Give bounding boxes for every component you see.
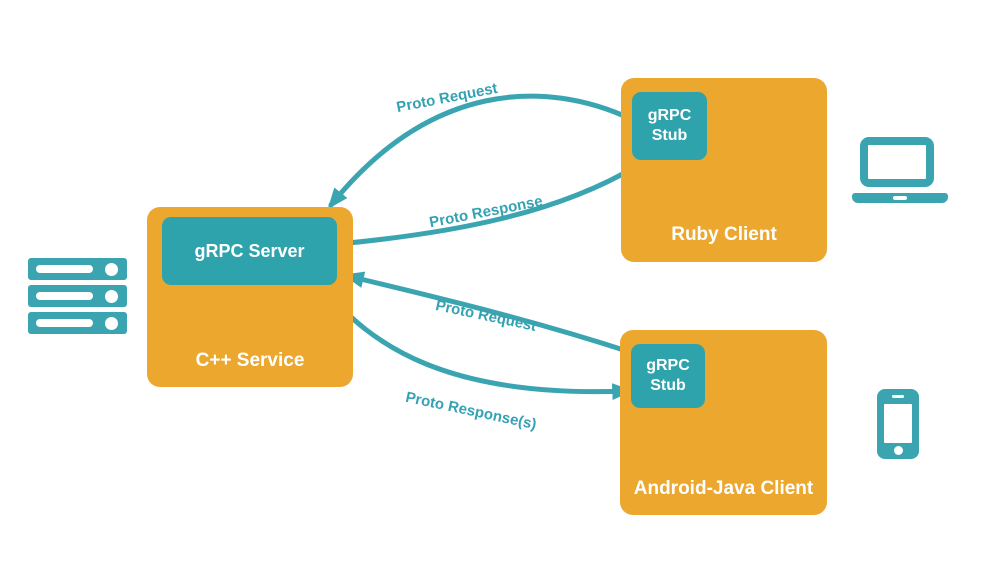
grpc-server-label: gRPC Server (194, 240, 305, 261)
android-java-client-label: Android-Java Client (633, 478, 814, 499)
server-rack-icon (28, 258, 127, 334)
ruby-client-label: Ruby Client (671, 224, 777, 245)
laptop-icon (852, 137, 948, 203)
android-grpc-stub-label: gRPC Stub (646, 357, 690, 394)
laptop-screen (860, 137, 934, 187)
laptop-notch (893, 196, 907, 200)
smartphone-icon (877, 389, 919, 459)
android-grpc-stub-box: gRPC Stub (631, 344, 705, 408)
cpp-service-label: C++ Service (195, 350, 305, 371)
arrow-proto-request-android-to-server (342, 271, 633, 355)
ruby-grpc-stub-label: gRPC Stub (647, 107, 692, 144)
server-rack-unit (28, 312, 127, 334)
server-rack-unit (28, 285, 127, 307)
server-rack-led (105, 290, 118, 303)
ruby-grpc-stub-box: gRPC Stub (632, 92, 707, 160)
smartphone-body (877, 389, 919, 459)
smartphone-speaker (892, 395, 904, 398)
laptop-base (852, 193, 948, 203)
grpc-server-box: gRPC Server (162, 217, 337, 285)
arrow-proto-request-ruby-to-server (327, 93, 634, 210)
smartphone-screen (884, 404, 912, 443)
smartphone-home-button (893, 446, 903, 455)
server-rack-unit (28, 258, 127, 280)
server-rack-led (105, 317, 118, 330)
server-rack-led (105, 263, 118, 276)
server-rack-slot (36, 319, 93, 327)
arrow-proto-response-server-to-ruby (335, 161, 645, 247)
server-rack-slot (36, 265, 93, 273)
server-rack-slot (36, 292, 93, 300)
